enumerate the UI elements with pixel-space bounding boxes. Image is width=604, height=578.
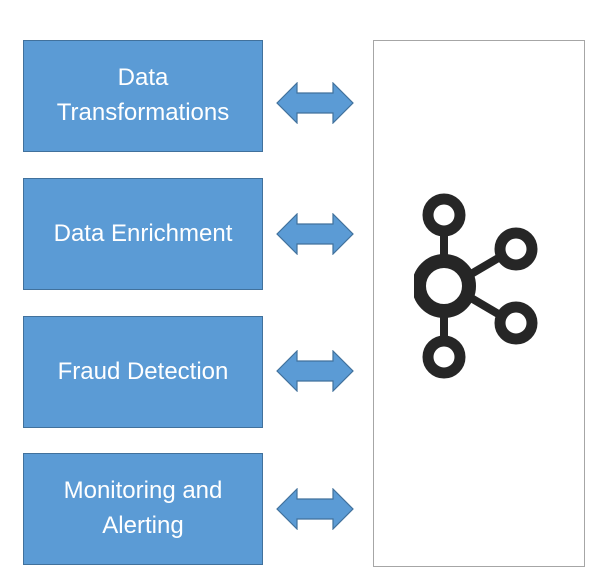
double-arrow-icon: [276, 350, 354, 392]
box-label-line: Alerting: [102, 512, 184, 539]
data-transformations-box: Data Transformations: [23, 40, 263, 152]
double-arrow-icon: [276, 82, 354, 124]
box-label-line: Fraud Detection: [57, 357, 229, 385]
double-arrow-icon: [276, 213, 354, 255]
box-label-line: Transformations: [56, 99, 230, 126]
data-enrichment-box: Data Enrichment: [23, 178, 263, 290]
box-label-line: Monitoring and: [63, 477, 223, 505]
platform-panel: [373, 40, 585, 567]
box-label-line: Data: [117, 64, 169, 92]
box-label-line: Data Enrichment: [53, 219, 233, 247]
double-arrow-icon: [276, 488, 354, 530]
fraud-detection-box: Fraud Detection: [23, 316, 263, 428]
monitoring-alerting-box: Monitoring and Alerting: [23, 453, 263, 565]
kafka-logo-icon: [414, 193, 538, 379]
